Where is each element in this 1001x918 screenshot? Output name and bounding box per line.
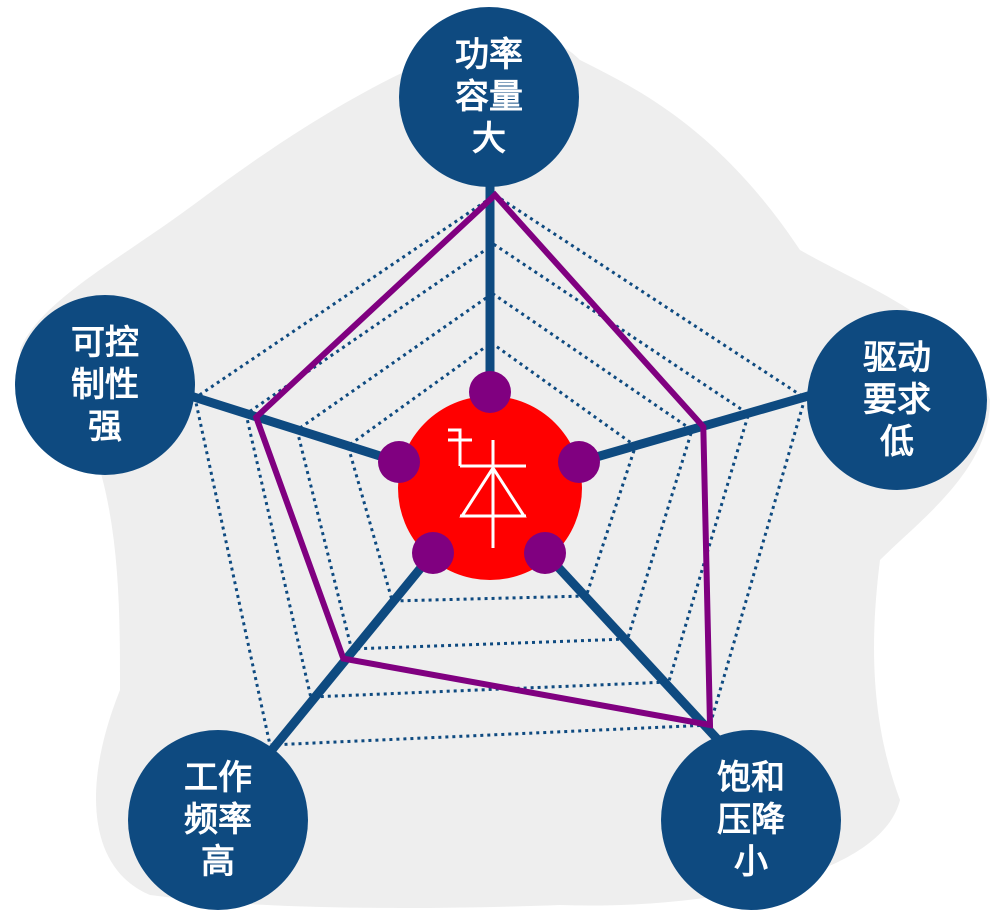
node-dot-control: [378, 441, 420, 483]
axis-node-dots: [378, 371, 600, 574]
label-operating-frequency-text: 工作 频率 高: [184, 758, 252, 882]
axis-line-control: [176, 387, 401, 467]
center-disk: [398, 396, 582, 580]
label-power-capacity-text: 功率 容量 大: [455, 35, 523, 159]
label-power-capacity: 功率 容量 大: [399, 7, 579, 187]
node-dot-frequency: [412, 532, 454, 574]
node-dot-power: [469, 371, 511, 413]
grid-level-5: [193, 193, 807, 747]
node-dot-drive: [558, 441, 600, 483]
node-dot-saturation: [524, 532, 566, 574]
grid-level-4: [244, 242, 751, 699]
label-operating-frequency: 工作 频率 高: [128, 730, 308, 910]
label-drive-requirement: 驱动 要求 低: [807, 310, 987, 490]
thyristor-icon: [448, 428, 527, 548]
label-controllability-text: 可控 制性 强: [71, 323, 139, 447]
profile-polygon: [252, 190, 714, 729]
grid-level-3: [295, 291, 694, 651]
grid-level-2: [346, 340, 638, 603]
label-drive-requirement-text: 驱动 要求 低: [863, 338, 931, 462]
label-controllability: 可控 制性 强: [15, 295, 195, 475]
axis-line-saturation: [541, 549, 724, 746]
label-saturation-voltage-text: 饱和 压降 小: [717, 758, 785, 882]
label-saturation-voltage: 饱和 压降 小: [661, 730, 841, 910]
